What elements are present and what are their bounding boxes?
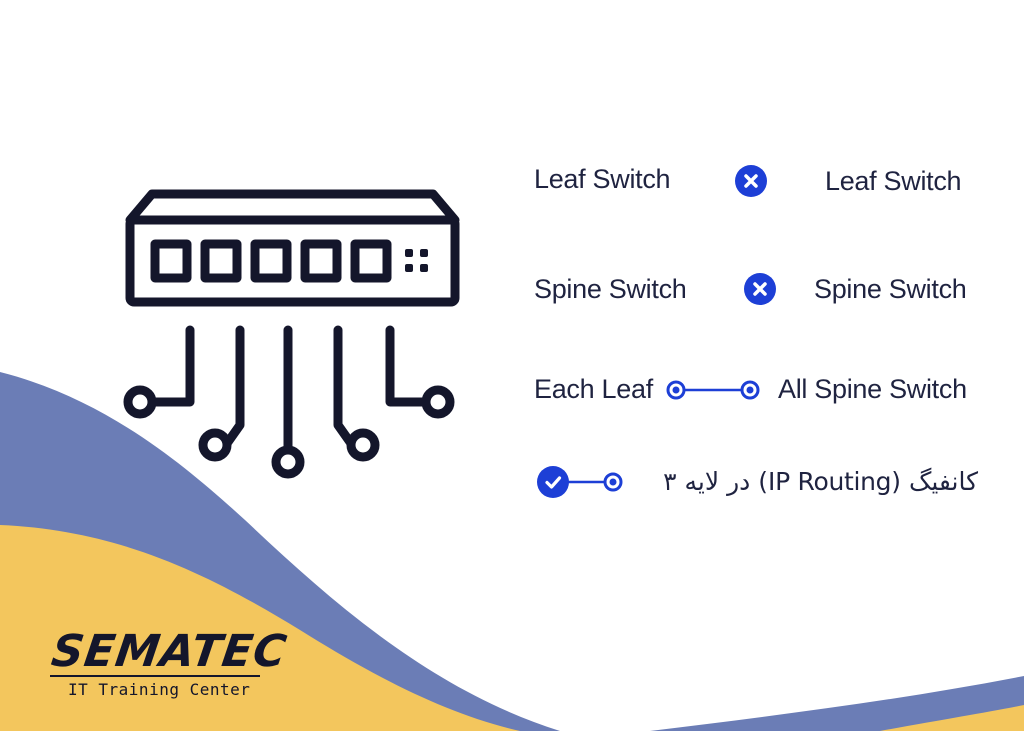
- rule-1-right-text: Leaf Switch: [825, 166, 962, 196]
- network-switch-illustration: [123, 189, 460, 479]
- link-icon: [666, 380, 760, 400]
- link-icon: [568, 472, 623, 492]
- rule-2-left-text: Spine Switch: [534, 274, 687, 304]
- status-leds: [405, 249, 428, 272]
- rule-3-right-text: All Spine Switch: [778, 374, 967, 404]
- yellow-wave-right: [880, 705, 1024, 731]
- cable-1: [148, 325, 195, 407]
- rule-3-left-text: Each Leaf: [534, 374, 653, 404]
- switch-top-bevel: [125, 189, 460, 225]
- check-icon: [537, 466, 569, 498]
- x-icon: [735, 165, 767, 197]
- cable-1-node: [123, 385, 157, 419]
- logo-divider: [50, 675, 260, 677]
- logo-tagline: IT Training Center: [68, 680, 251, 699]
- rule-4-text: کانفیگ (IP Routing) در لایه ۳: [663, 467, 978, 496]
- yellow-wave: [0, 525, 520, 731]
- port-2: [200, 239, 242, 283]
- port-5: [350, 239, 392, 283]
- cable-2-node: [198, 428, 232, 462]
- port-1: [150, 239, 192, 283]
- switch-body: [125, 215, 460, 307]
- cable-3-node: [271, 445, 305, 479]
- cable-2: [223, 325, 245, 447]
- x-icon: [744, 273, 776, 305]
- rule-2-right-text: Spine Switch: [814, 274, 967, 304]
- port-3: [250, 239, 292, 283]
- logo-name: SEMATEC: [48, 626, 291, 677]
- cable-5: [385, 325, 430, 407]
- blue-wave-right: [650, 676, 1024, 731]
- cable-5-node: [421, 385, 455, 419]
- cable-4: [333, 325, 355, 447]
- sematec-logo: SEMATEC IT Training Center: [46, 626, 290, 706]
- cable-4-node: [346, 428, 380, 462]
- rule-1-left-text: Leaf Switch: [534, 164, 671, 194]
- port-4: [300, 239, 342, 283]
